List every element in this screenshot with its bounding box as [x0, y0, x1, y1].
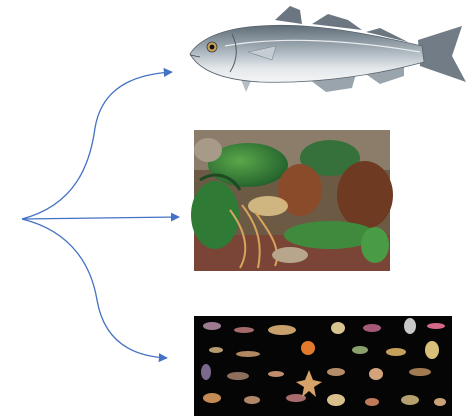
arrow-to-invertebrates [22, 219, 167, 358]
arrow-to-fish [22, 72, 172, 219]
arrow-to-seaweed [22, 217, 179, 219]
branch-arrows [22, 72, 179, 358]
fish-illustration [190, 6, 466, 92]
seaweed-photo [191, 130, 393, 271]
invertebrates-photo [194, 316, 452, 416]
